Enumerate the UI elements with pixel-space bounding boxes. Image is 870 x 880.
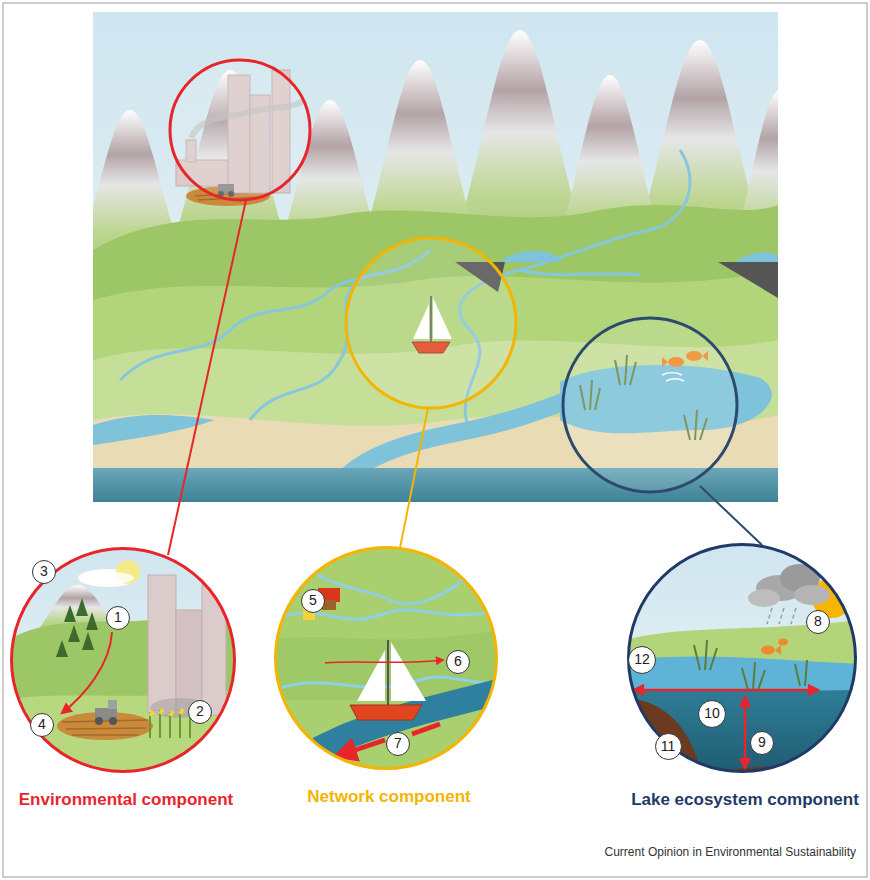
- zoom-circle: [346, 238, 516, 408]
- callout-number: 8: [806, 610, 830, 634]
- zoom-circle: [170, 60, 310, 200]
- component-title: Environmental component: [19, 790, 233, 810]
- environmental-scene: [8, 545, 240, 780]
- leader-line: [700, 486, 762, 545]
- component-title: Network component: [307, 787, 470, 807]
- callout-number: 10: [698, 700, 726, 728]
- callout-number: 2: [188, 700, 212, 724]
- source-caption: Current Opinion in Environmental Sustain…: [605, 845, 856, 859]
- callout-number: 12: [628, 646, 656, 674]
- leader-line: [400, 408, 428, 548]
- callout-number: 11: [655, 733, 682, 760]
- network-scene: [270, 544, 505, 774]
- lake-scene: [626, 542, 860, 776]
- callout-number: 5: [301, 589, 325, 613]
- zoom-circle: [563, 318, 737, 492]
- callout-number: 6: [446, 650, 470, 674]
- callout-number: 7: [386, 732, 410, 756]
- component-title: Lake ecosystem component: [631, 790, 859, 810]
- leader-line: [168, 200, 246, 555]
- callout-number: 1: [106, 606, 130, 630]
- callout-number: 9: [750, 731, 774, 755]
- callout-number: 4: [30, 713, 54, 737]
- frame: [3, 3, 867, 877]
- callout-number: 3: [32, 560, 56, 584]
